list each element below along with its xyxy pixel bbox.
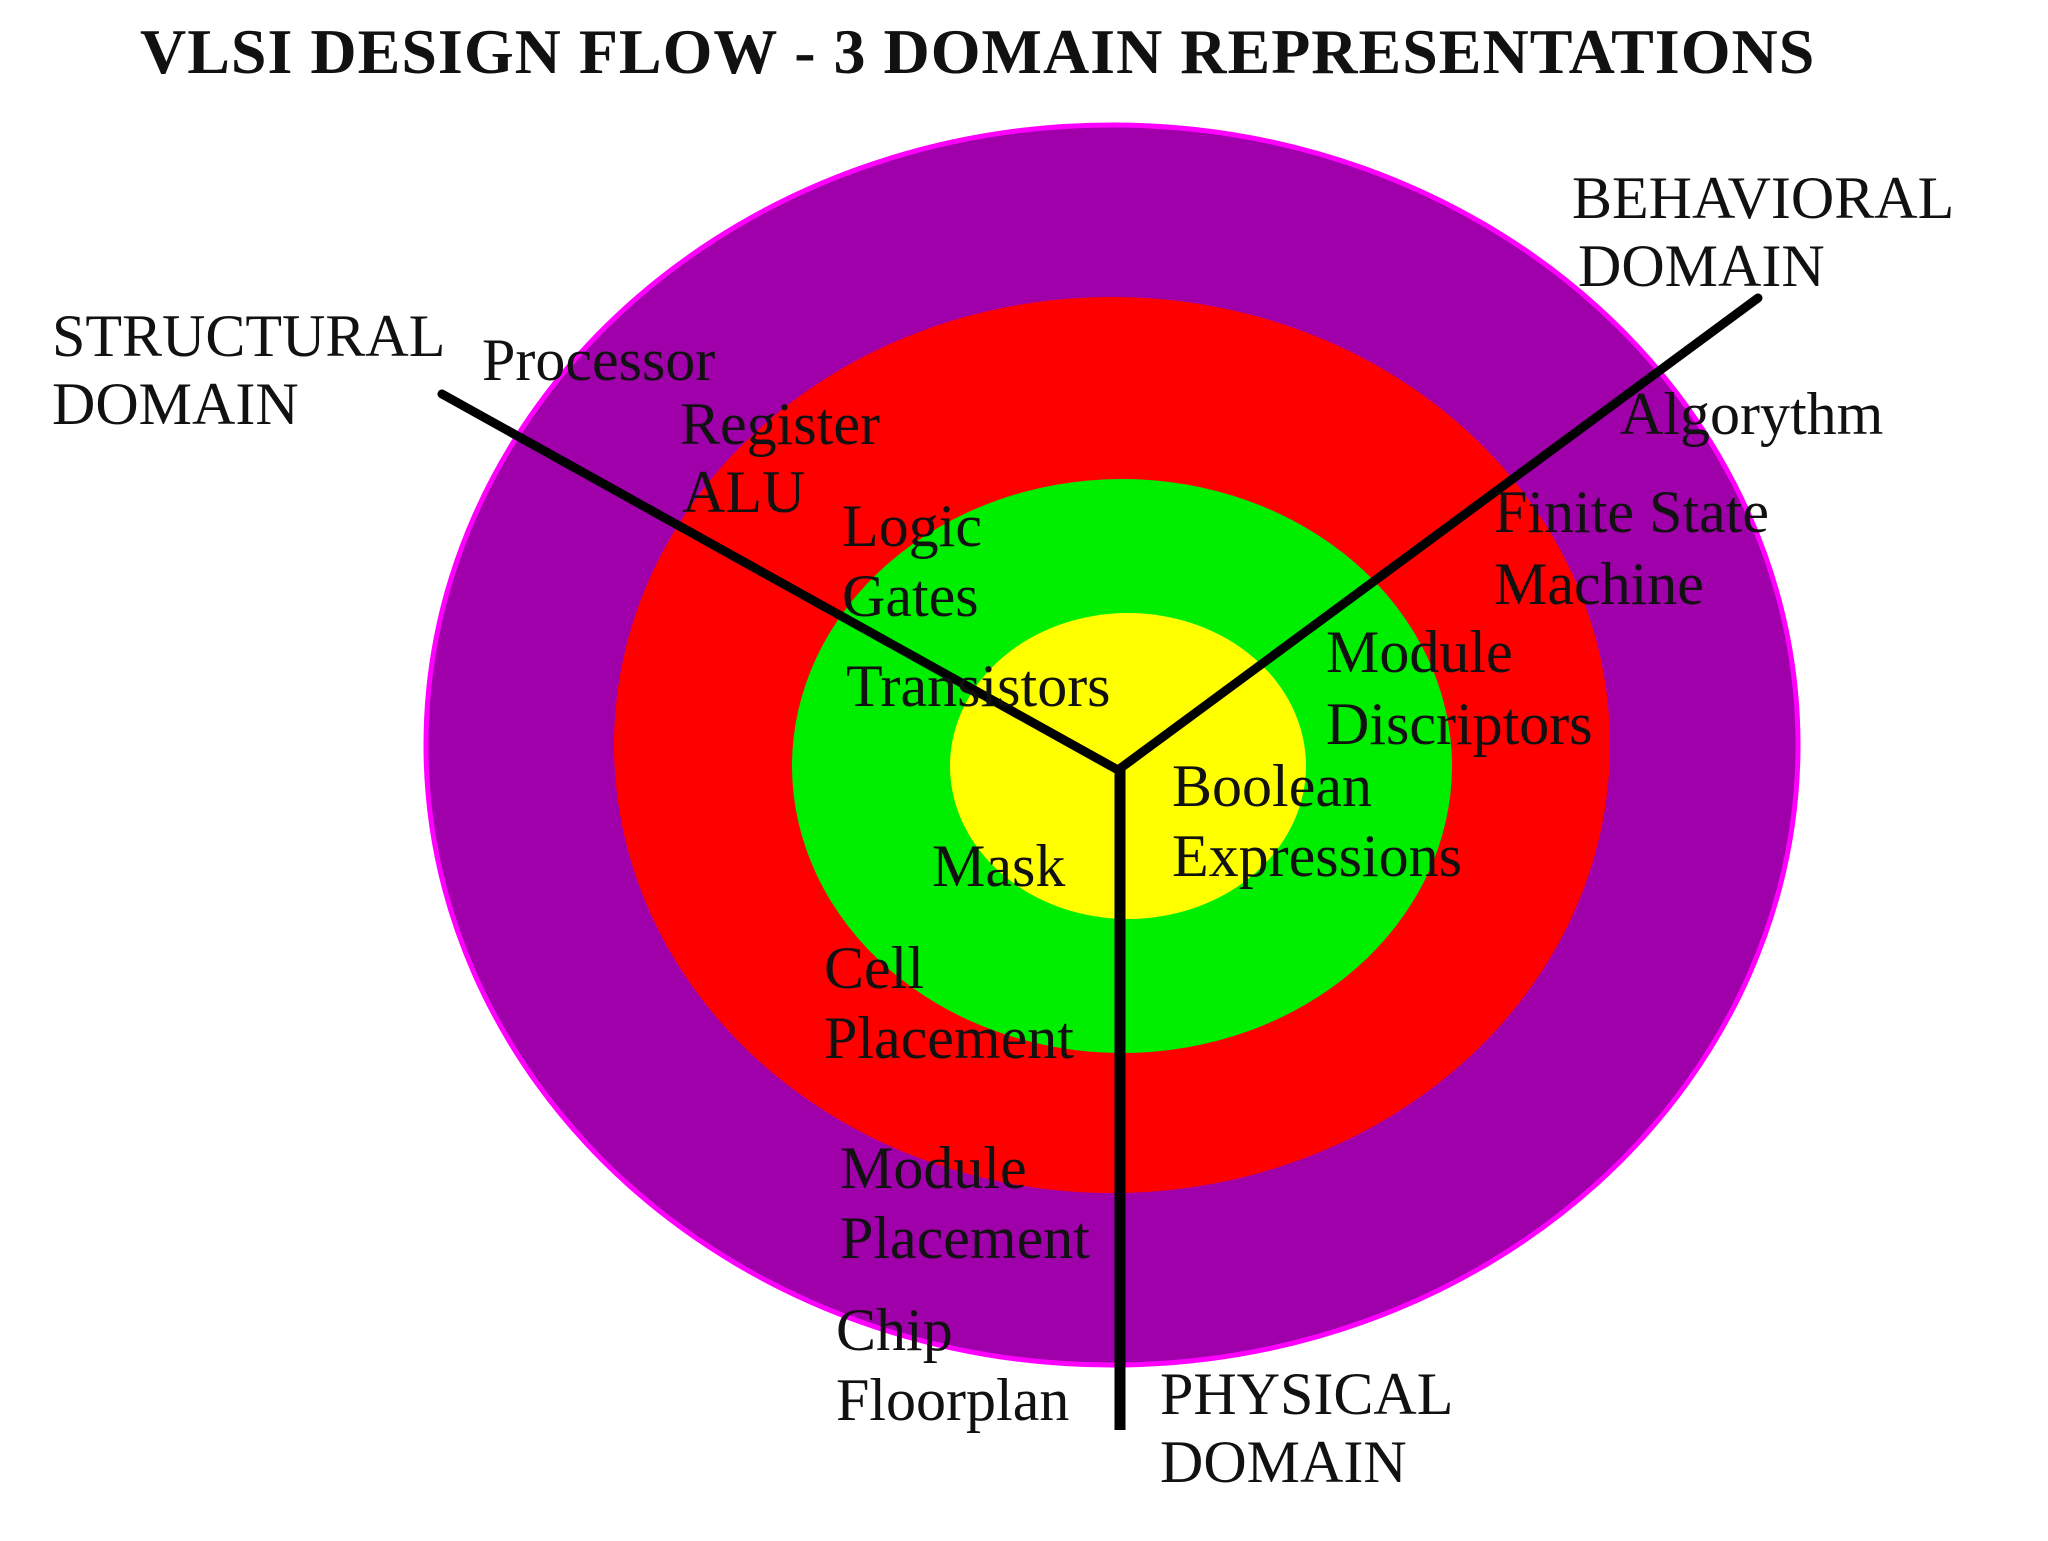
structural-domain-label-line1: STRUCTURAL (52, 303, 445, 369)
label-alu: ALU (682, 459, 805, 525)
label-cell-placement: Placement (824, 1005, 1074, 1071)
label-machine: Machine (1494, 551, 1704, 617)
label-algorythm: Algorythm (1620, 381, 1883, 447)
label-register: Register (680, 391, 880, 457)
label-module-discriptors-line1: Module (1326, 619, 1513, 685)
label-transistors: Transistors (846, 653, 1111, 719)
label-gates: Gates (842, 563, 979, 629)
physical-domain-label-line2: DOMAIN (1160, 1429, 1407, 1495)
label-cell: Cell (824, 935, 924, 1001)
behavioral-domain-label-line2: DOMAIN (1578, 233, 1825, 299)
behavioral-domain-label-line1: BEHAVIORAL (1572, 165, 1954, 231)
label-expressions: Expressions (1172, 823, 1462, 889)
label-mask: Mask (932, 833, 1065, 899)
label-processor: Processor (482, 327, 715, 393)
label-floorplan: Floorplan (836, 1367, 1069, 1433)
behavioral-axis (1113, 293, 1763, 775)
label-boolean: Boolean (1172, 753, 1372, 819)
diagram-title: VLSI DESIGN FLOW - 3 DOMAIN REPRESENTATI… (140, 16, 1815, 87)
physical-domain-label-line1: PHYSICAL (1160, 1361, 1453, 1427)
label-module-discriptors-line2: Discriptors (1326, 691, 1593, 757)
label-module: Module (840, 1135, 1027, 1201)
label-chip: Chip (836, 1297, 953, 1363)
label-logic: Logic (842, 493, 982, 559)
structural-axis (437, 389, 1123, 775)
label-finite-state: Finite State (1494, 479, 1769, 545)
structural-domain-label-line2: DOMAIN (52, 371, 299, 437)
label-module-placement: Placement (840, 1205, 1090, 1271)
